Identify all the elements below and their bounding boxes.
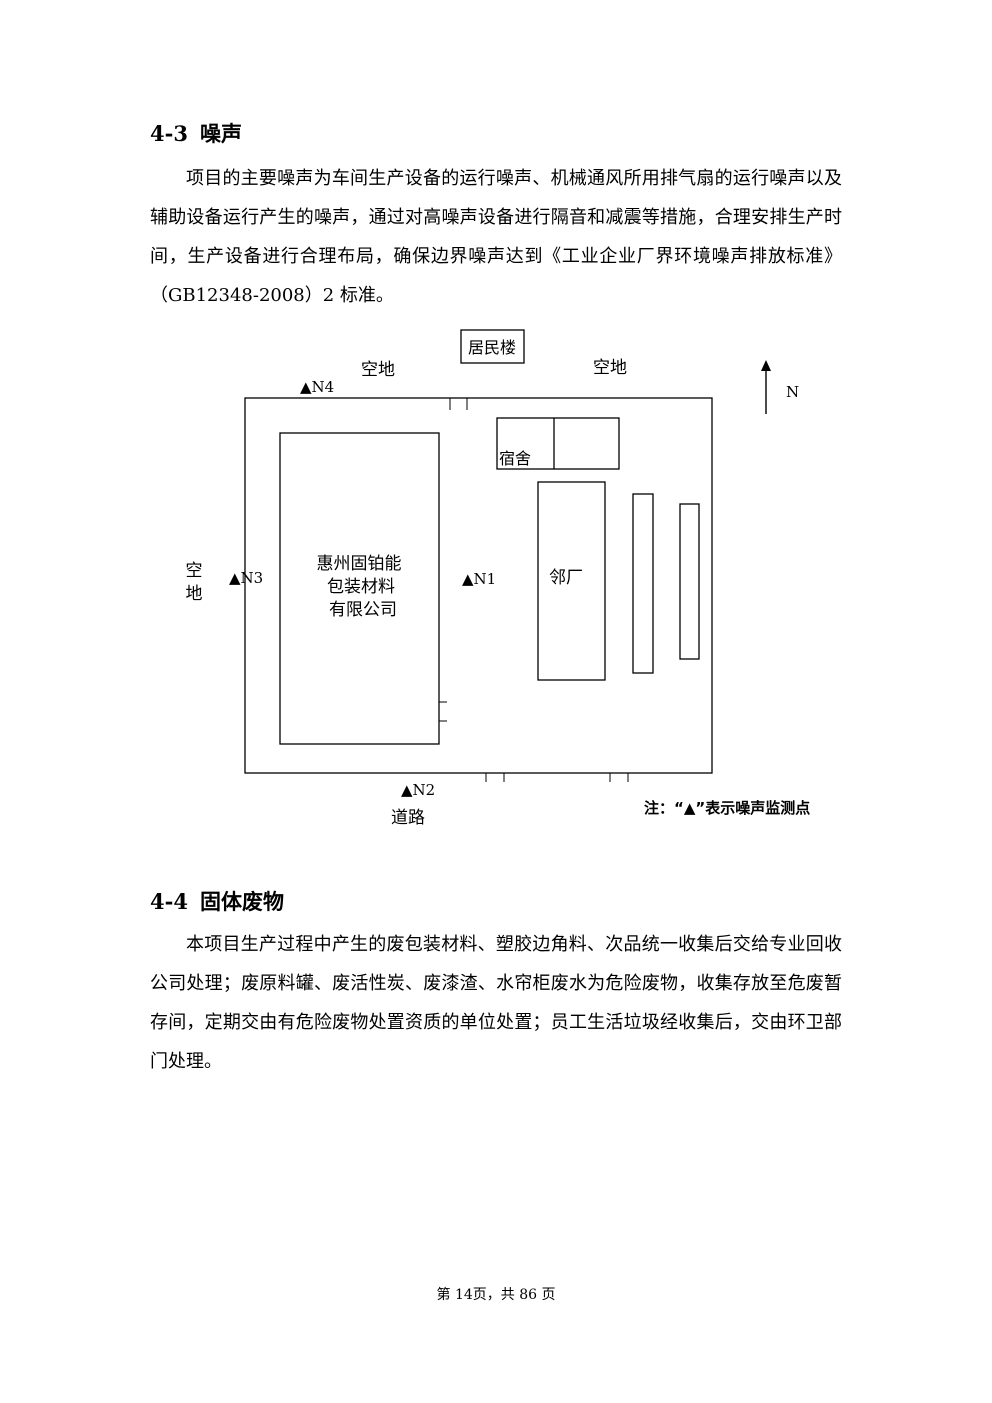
- monitor-point-n2: ▲N2: [401, 781, 435, 799]
- site-boundary: [244, 397, 713, 774]
- vacant-lot-north-left: 空地: [361, 360, 395, 380]
- diagram-note: 注：“▲”表示噪声监测点: [644, 799, 810, 817]
- solid-waste-paragraph: 本项目生产过程中产生的废包装材料、塑胶边角料、次品统一收集后交给专业回收公司处理…: [150, 934, 842, 1072]
- vacant-lot-west-char-2: 地: [186, 584, 203, 604]
- neighbor-factory-box: [537, 481, 606, 681]
- section-title: 固体废物: [199, 889, 284, 914]
- section-number: 4-3: [150, 121, 188, 146]
- vacant-lot-west-char-1: 空: [186, 561, 203, 581]
- monitor-point-n4: ▲N4: [300, 378, 334, 396]
- road-label: 道路: [391, 808, 425, 828]
- residential-building-box: [460, 329, 525, 364]
- noise-paragraph: 项目的主要噪声为车间生产设备的运行噪声、机械通风所用排气扇的运行噪声以及辅助设备…: [150, 168, 842, 306]
- north-label: N: [786, 383, 799, 401]
- section-heading-solid-waste: 4-4 固体废物: [150, 888, 284, 916]
- narrow-building-2: [679, 503, 700, 660]
- residential-building-label: 居民楼: [468, 338, 516, 357]
- monitor-point-n1: ▲N1: [462, 570, 496, 588]
- page-footer: 第 14页，共 86 页: [436, 1287, 556, 1303]
- company-building-box: [279, 432, 440, 745]
- north-arrow-head-icon: [761, 360, 771, 371]
- dormitory-label: 宿舍: [499, 449, 531, 468]
- company-name-line-3: 有限公司: [329, 600, 397, 620]
- monitor-point-n3: ▲N3: [229, 569, 263, 587]
- vacant-lot-north-right: 空地: [593, 358, 627, 378]
- section-number: 4-4: [150, 889, 188, 914]
- company-name-line-1: 惠州固铂能: [317, 554, 402, 574]
- neighbor-factory-label: 邻厂: [549, 568, 583, 588]
- dormitory-box: [496, 417, 620, 470]
- section-heading-noise: 4-3 噪声: [150, 120, 242, 148]
- company-name-line-2: 包装材料: [327, 577, 395, 597]
- narrow-building-1: [632, 493, 654, 674]
- section-title: 噪声: [199, 121, 242, 146]
